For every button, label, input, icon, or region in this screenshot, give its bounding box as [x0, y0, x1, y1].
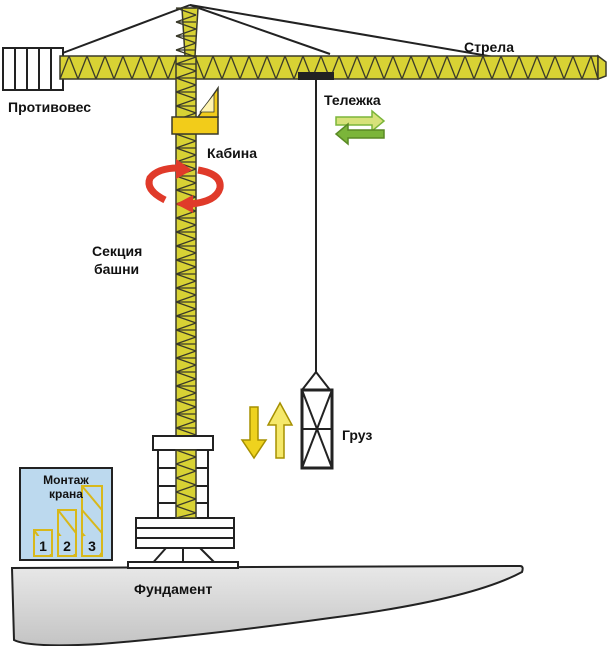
load-hook	[301, 370, 331, 391]
inset-title-line2: крана	[49, 487, 83, 501]
ground	[10, 564, 524, 647]
inset-step-1: 1	[39, 538, 47, 554]
inset-title-line1: Монтаж	[43, 473, 89, 487]
trolley	[298, 72, 334, 372]
label-tower-section-line2: башни	[94, 261, 139, 277]
rotate-arrow-icon	[145, 159, 224, 213]
tower-mast	[175, 7, 199, 443]
label-counterweight: Противовес	[8, 99, 91, 115]
label-trolley: Тележка	[324, 92, 381, 108]
label-load: Груз	[342, 427, 372, 443]
label-cabin: Кабина	[207, 145, 257, 161]
label-tower-section-line1: Секция	[92, 243, 142, 259]
base-mast-continuation	[175, 449, 197, 519]
inset-step-2: 2	[63, 538, 71, 554]
inset-step-3: 3	[88, 538, 96, 554]
label-jib: Стрела	[464, 39, 514, 55]
crane-assembly-inset: Монтаж крана 1 2 3	[19, 467, 113, 561]
counterweight-block	[2, 47, 64, 91]
cabin	[171, 85, 219, 135]
load-crate	[300, 388, 334, 470]
label-foundation: Фундамент	[134, 581, 212, 597]
vertical-arrows-icon	[240, 401, 294, 460]
jib-tie-cables	[59, 4, 501, 59]
horizontal-arrows-icon	[334, 109, 386, 146]
